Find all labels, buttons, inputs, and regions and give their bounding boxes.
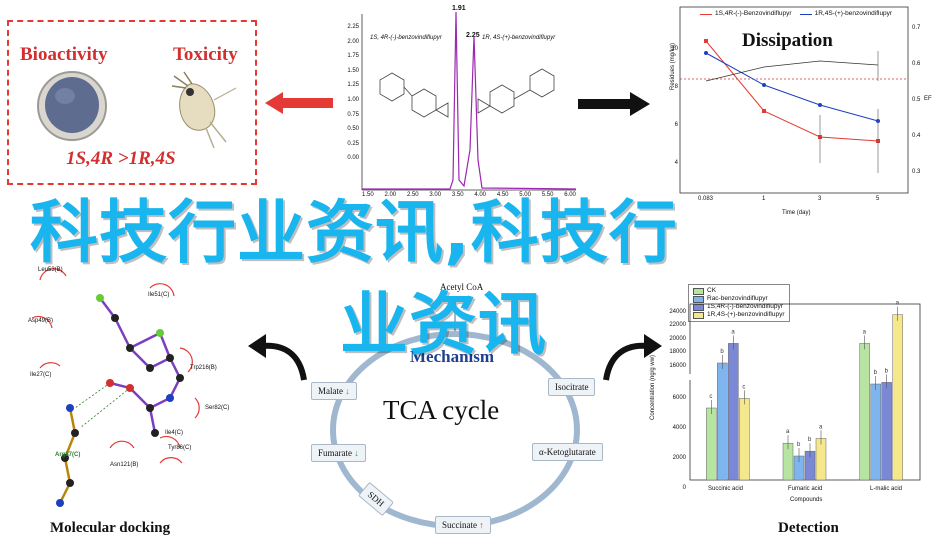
residue-label-2: Asp49(B) xyxy=(28,318,54,324)
residue-label-6: Ser82(C) xyxy=(205,405,230,411)
category-label-1: Fumaric acid xyxy=(788,486,823,492)
dissipation-y-label: Residues (mg/kg) xyxy=(670,42,676,90)
right-curved-arrow-icon xyxy=(603,334,662,381)
peak2-retention-time: 2.25 xyxy=(466,32,480,39)
molecule-structure-right xyxy=(477,68,555,114)
axis-break-icon xyxy=(686,374,694,380)
dissipation-x-label: Time (day) xyxy=(782,210,811,216)
ef-line xyxy=(705,60,879,82)
bar-2-1 xyxy=(870,383,881,481)
significance-letter-0-2: a xyxy=(731,329,735,335)
bar-2-2 xyxy=(881,382,892,481)
detection-bar-chart: c b a c a b b a a b b a xyxy=(686,301,921,481)
significance-letter-2-0: a xyxy=(863,329,867,335)
residue-label-10: Ile4(C) xyxy=(165,430,184,436)
succinate-box: Succinate ↑ xyxy=(435,516,491,534)
dissipation-x-tick-2: 3 xyxy=(818,196,822,202)
dissipation-x-tick-0: 0.083 xyxy=(698,196,714,202)
overlay-text-line1: 科技行业资讯,科技行 xyxy=(30,194,678,273)
bioactivity-toxicity-panel xyxy=(7,20,257,185)
significance-letter-2-1: b xyxy=(874,370,878,376)
detection-x-label: Compounds xyxy=(790,497,823,503)
bar-0-0 xyxy=(706,407,717,481)
bioactivity-label: Bioactivity xyxy=(20,44,108,65)
molecule-structure-left xyxy=(379,72,449,118)
right-black-arrow-icon xyxy=(578,92,650,116)
residue-label-8: Asn121(B) xyxy=(110,462,139,468)
significance-letter-2-3: a xyxy=(896,301,900,307)
detection-caption: Detection xyxy=(778,520,839,536)
peak2-compound-name: 1R, 4S-(+)-benzovindiflupyr xyxy=(482,35,556,41)
left-curved-arrow-icon xyxy=(248,334,307,381)
bar-2-0 xyxy=(859,343,870,481)
petri-dish-culture xyxy=(45,77,99,133)
mechanism-label: Mechanism xyxy=(410,347,495,366)
category-label-0: Succinic acid xyxy=(708,486,744,492)
isocitrate-box: Isocitrate xyxy=(548,378,596,396)
dissipation-chart xyxy=(679,6,909,194)
arrow-down-icon: ↓ xyxy=(354,448,359,458)
residue-atoms xyxy=(56,404,79,507)
docking-caption: Molecular docking xyxy=(50,520,171,536)
dissipation-title: Dissipation xyxy=(742,30,833,51)
arrow-up-icon: ↑ xyxy=(479,520,484,530)
isomer-comparison: 1S,4R >1R,4S xyxy=(66,148,176,169)
dissipation-y2-label: EF xyxy=(924,96,932,102)
significance-letter-1-1: b xyxy=(797,442,801,448)
tca-cycle-title: TCA cycle xyxy=(383,395,500,425)
chromatogram-trace xyxy=(362,11,577,190)
dissipation-x-tick-1: 1 xyxy=(762,196,766,202)
peak1-compound-name: 1S, 4R-(-)-benzovindiflupyr xyxy=(370,35,442,41)
ligand-atoms xyxy=(96,294,184,437)
residue-label-7: Arg87(C) xyxy=(55,452,81,458)
malate-box: Malate ↓ xyxy=(311,382,357,400)
bioactivity-images xyxy=(37,71,237,148)
bar-1-3 xyxy=(815,438,827,481)
category-label-2: L-malic acid xyxy=(870,486,903,492)
ketoglutarate-box: α-Ketoglutarate xyxy=(532,443,603,461)
arrow-down-icon: ↓ xyxy=(345,386,350,396)
hydrogen-bonds xyxy=(74,382,131,429)
significance-letter-1-3: a xyxy=(819,424,823,430)
bar-0-2 xyxy=(728,343,739,481)
significance-letter-2-2: b xyxy=(885,368,889,374)
residue-label-4: Ile27(C) xyxy=(30,372,52,378)
hydrophobic-contacts xyxy=(31,268,200,464)
fumarate-box: Fumarate ↓ xyxy=(311,444,366,462)
dissipation-x-tick-3: 5 xyxy=(876,196,880,202)
bar-2-3 xyxy=(892,314,903,481)
chromatogram-plot xyxy=(361,11,577,191)
residue-label-1: Leu53(B) xyxy=(38,267,63,273)
residue-label-5: Trp216(B) xyxy=(190,365,217,371)
bar-0-1 xyxy=(717,362,728,481)
detection-legend: CK Rac-benzovindiflupyr 1S,4R-(-)-benzov… xyxy=(688,284,790,322)
series-1r4s-line xyxy=(705,52,879,122)
overlay-text-line2: 业资讯 xyxy=(340,286,548,365)
left-red-arrow-icon xyxy=(265,92,333,114)
docking-diagram xyxy=(31,268,200,507)
bar-0-3 xyxy=(739,398,750,481)
significance-letter-0-0: c xyxy=(709,394,712,400)
significance-letter-1-2: b xyxy=(808,437,812,443)
series-1s4r-line xyxy=(705,40,879,142)
significance-letter-0-3: c xyxy=(742,384,745,390)
significance-letter-0-1: b xyxy=(720,349,724,355)
residue-label-9: Tyr86(C) xyxy=(168,445,192,451)
daphnia-icon xyxy=(171,71,237,148)
acetyl-coa-label: Acetyl CoA xyxy=(440,282,484,292)
detection-y-label: Concentration (ng/g ww) xyxy=(650,354,656,420)
toxicity-label: Toxicity xyxy=(173,44,238,65)
residue-label-3: Ile51(C) xyxy=(148,292,170,298)
peak1-retention-time: 1.91 xyxy=(452,5,466,12)
significance-letter-1-0: a xyxy=(786,429,790,435)
dissipation-legend: 1S,4R-(-)-Benzovindiflupyr 1R,4S-(+)-ben… xyxy=(700,10,892,18)
